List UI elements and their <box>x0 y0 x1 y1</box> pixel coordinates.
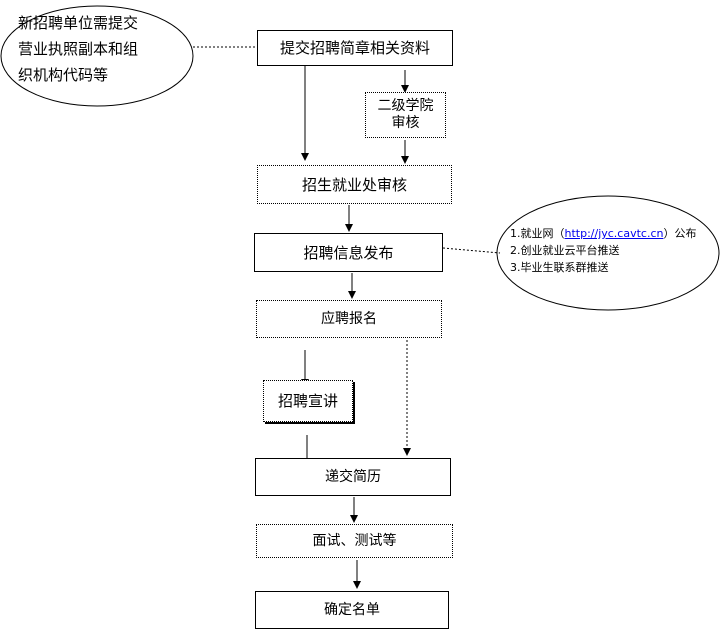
step-submit-resume-label: 递交简历 <box>325 469 381 485</box>
step-college-review: 二级学院 审核 <box>365 92 446 138</box>
step-submit-resume: 递交简历 <box>255 458 451 496</box>
note-right-ellipse <box>496 195 720 311</box>
note-left-line-3: 织机构代码等 <box>18 66 109 84</box>
note-left-line-2: 营业执照副本和组 <box>18 40 139 58</box>
step-interview-label: 面试、测试等 <box>312 533 397 549</box>
step-apply: 应聘报名 <box>256 300 442 338</box>
note-left-line-1: 新招聘单位需提交 <box>18 14 139 32</box>
step-publish-info-label: 招聘信息发布 <box>303 243 394 262</box>
note-right-item1-prefix: 1.就业网（ <box>510 227 565 240</box>
step-college-review-line-1: 二级学院 <box>377 98 434 114</box>
step-presentation-label: 招聘宣讲 <box>277 392 338 410</box>
note-right-item1-suffix: ）公布 <box>663 227 697 240</box>
note-right-line-3: 3.毕业生联系群推送 <box>510 261 609 274</box>
step-submit-materials: 提交招聘简章相关资料 <box>257 30 453 66</box>
step-college-review-label: 二级学院 审核 <box>378 98 434 132</box>
note-right-line-2: 2.创业就业云平台推送 <box>510 244 620 257</box>
note-left-ellipse <box>0 5 194 107</box>
step-confirm-list: 确定名单 <box>255 591 449 629</box>
step-presentation: 招聘宣讲 <box>263 380 353 422</box>
note-right: 1.就业网（http://jyc.cavtc.cn）公布 2.创业就业云平台推送… <box>510 225 715 276</box>
step-confirm-list-label: 确定名单 <box>324 602 380 618</box>
step-employment-review-label: 招生就业处审核 <box>301 175 407 194</box>
note-right-line-1: 1.就业网（http://jyc.cavtc.cn）公布 <box>510 225 715 242</box>
step-apply-label: 应聘报名 <box>321 311 377 327</box>
step-submit-materials-label: 提交招聘简章相关资料 <box>279 39 430 57</box>
step-publish-info: 招聘信息发布 <box>254 233 443 272</box>
step-interview: 面试、测试等 <box>256 524 453 558</box>
employment-site-link[interactable]: http://jyc.cavtc.cn <box>564 227 664 240</box>
step-employment-review: 招生就业处审核 <box>257 165 452 204</box>
note-right-leader <box>442 247 501 254</box>
note-left: 新招聘单位需提交 营业执照副本和组 织机构代码等 <box>18 10 188 88</box>
step-college-review-line-2: 审核 <box>391 115 420 131</box>
